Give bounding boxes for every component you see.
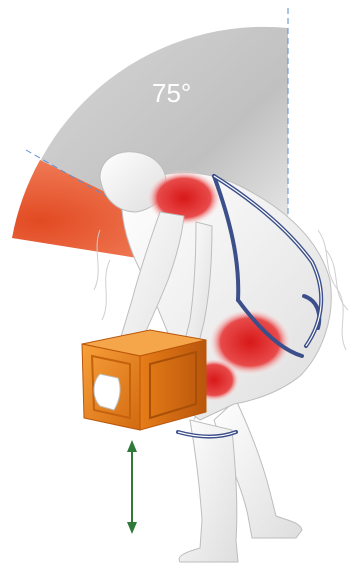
front-leg — [179, 420, 238, 562]
angle-label: 75° — [152, 78, 191, 108]
lift-arrow-icon — [127, 440, 137, 534]
